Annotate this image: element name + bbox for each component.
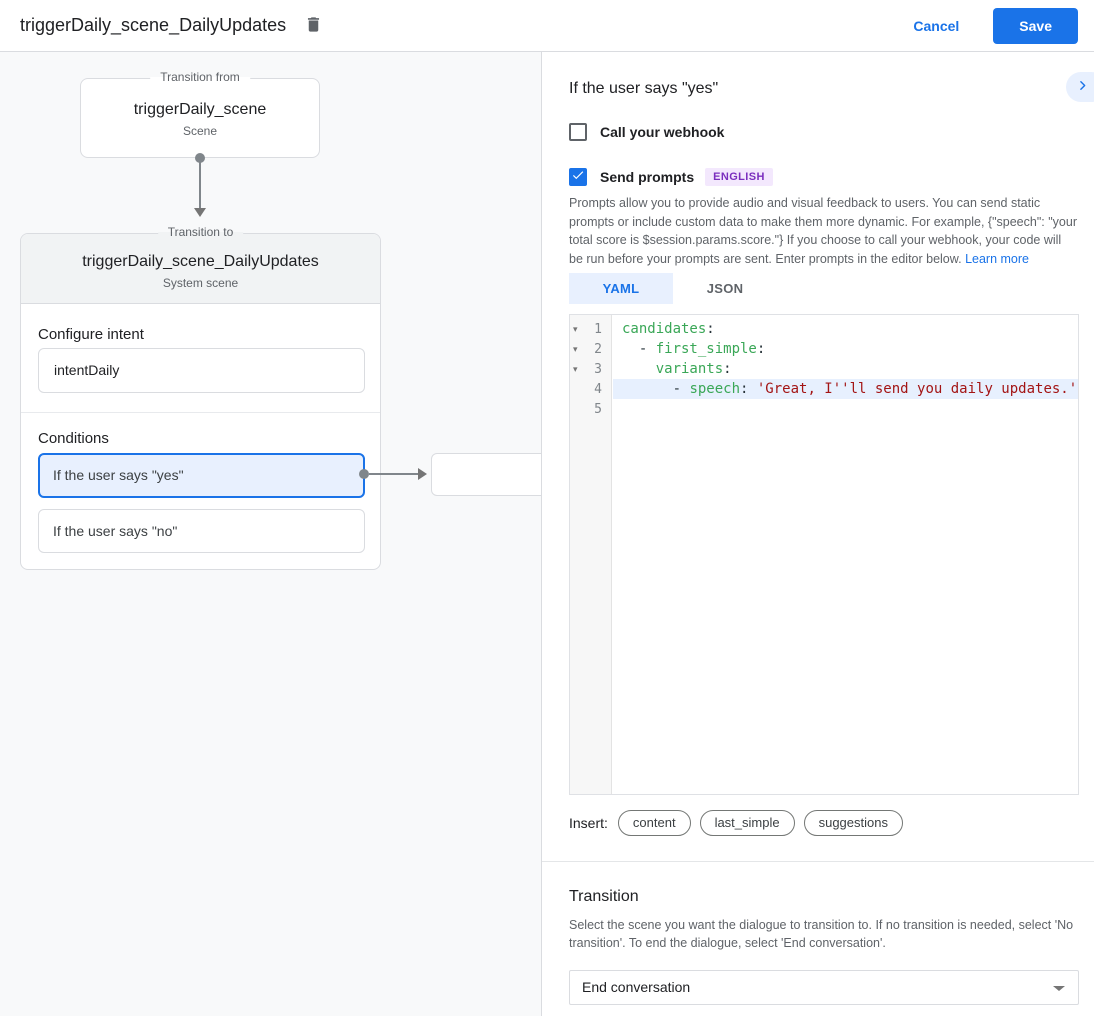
node-divider: [21, 412, 380, 413]
panel-title: If the user says "yes": [569, 80, 719, 97]
arrow-down-icon: [194, 208, 206, 217]
transition-to-legend: Transition to: [157, 225, 244, 239]
line-number: 2: [594, 341, 602, 357]
send-prompts-label: Send prompts: [600, 169, 695, 185]
webhook-checkbox[interactable]: [569, 123, 587, 141]
code-text: variants:: [655, 361, 732, 377]
chevron-right-icon: [1076, 79, 1089, 95]
to-scene-name: triggerDaily_scene_DailyUpdates: [82, 253, 319, 270]
transition-to-node[interactable]: Transition to triggerDaily_scene_DailyUp…: [20, 225, 381, 570]
gutter-cell: 4: [570, 379, 612, 399]
dropdown-caret-icon: [1053, 986, 1065, 991]
transition-from-legend: Transition from: [150, 70, 250, 84]
arrow-right-icon: [418, 468, 427, 480]
condition-item-yes[interactable]: If the user says "yes": [38, 453, 365, 498]
send-prompts-row: Send prompts ENGLISH: [569, 168, 773, 186]
transition-description: Select the scene you want the dialogue t…: [569, 918, 1074, 950]
code-line[interactable]: ▾3 variants:: [570, 359, 1078, 379]
condition-item-no[interactable]: If the user says "no": [38, 509, 365, 553]
language-badge: ENGLISH: [705, 168, 773, 186]
code-line[interactable]: 4 - speech: 'Great, I''ll send you daily…: [570, 379, 1078, 399]
collapse-panel-button[interactable]: [1066, 72, 1094, 102]
connector-line-vertical: [199, 158, 201, 209]
condition-target-node[interactable]: [431, 453, 541, 496]
from-scene-type: Scene: [182, 124, 218, 138]
line-number: 5: [594, 401, 602, 417]
connector-dot-right: [359, 469, 369, 479]
to-scene-header: triggerDaily_scene_DailyUpdates System s…: [21, 234, 380, 304]
insert-chip-suggestions[interactable]: suggestions: [803, 810, 903, 836]
prompts-description-text: Prompts allow you to provide audio and v…: [569, 196, 1077, 266]
learn-more-link[interactable]: Learn more: [965, 251, 1029, 266]
cancel-button[interactable]: Cancel: [913, 17, 960, 34]
editor-format-tabs: YAML JSON: [569, 273, 777, 304]
topbar-actions: Cancel Save: [913, 7, 1078, 44]
condition-editor-panel: If the user says "yes" Call your webhook…: [541, 52, 1094, 1016]
delete-scene-button[interactable]: [300, 11, 327, 41]
transition-dropdown-value: End conversation: [582, 979, 691, 995]
check-icon: [571, 168, 585, 187]
tab-json[interactable]: JSON: [706, 281, 744, 296]
configure-intent-label: Configure intent: [38, 326, 144, 343]
transition-dropdown[interactable]: End conversation: [569, 970, 1079, 1005]
gutter-cell: ▾1: [570, 319, 612, 339]
send-prompts-checkbox[interactable]: [569, 168, 587, 186]
transition-from-node[interactable]: Transition from triggerDaily_scene Scene: [80, 70, 320, 158]
insert-label: Insert:: [569, 815, 608, 831]
code-text: - first_simple:: [622, 341, 766, 357]
transition-title: Transition: [569, 888, 639, 905]
line-number: 4: [594, 381, 602, 397]
webhook-row: Call your webhook: [569, 123, 724, 141]
save-button[interactable]: Save: [993, 7, 1078, 44]
insert-chip-last-simple[interactable]: last_simple: [699, 810, 795, 836]
page-title: triggerDaily_scene_DailyUpdates: [20, 15, 287, 35]
trash-icon: [304, 15, 323, 37]
code-text: candidates:: [622, 321, 715, 337]
code-line[interactable]: ▾2 - first_simple:: [570, 339, 1078, 359]
code-text: - speech: 'Great, I''ll send you daily u…: [613, 379, 1078, 399]
fold-arrow-icon[interactable]: ▾: [573, 363, 578, 374]
panel-divider: [542, 861, 1094, 862]
gutter-cell: ▾3: [570, 359, 612, 379]
code-text: [613, 399, 1078, 419]
gutter-cell: ▾2: [570, 339, 612, 359]
webhook-label: Call your webhook: [600, 124, 725, 140]
editor-gutter: [570, 315, 612, 794]
scene-diagram-canvas: Transition from triggerDaily_scene Scene…: [0, 52, 541, 1016]
tab-yaml[interactable]: YAML: [569, 273, 673, 304]
insert-row: Insert: content last_simple suggestions: [569, 810, 903, 836]
line-number: 3: [594, 361, 602, 377]
conditions-label: Conditions: [38, 430, 109, 447]
intent-item[interactable]: intentDaily: [38, 348, 365, 393]
fold-arrow-icon[interactable]: ▾: [573, 323, 578, 334]
from-scene-name: triggerDaily_scene: [133, 101, 267, 118]
gutter-cell: 5: [570, 399, 612, 419]
code-line[interactable]: 5: [570, 399, 1078, 419]
insert-chip-content[interactable]: content: [617, 810, 691, 836]
line-number: 1: [594, 321, 602, 337]
prompts-description: Prompts allow you to provide audio and v…: [569, 194, 1078, 268]
to-scene-type: System scene: [162, 276, 239, 290]
fold-arrow-icon[interactable]: ▾: [573, 343, 578, 354]
connector-line-horizontal: [369, 473, 419, 475]
top-bar: triggerDaily_scene_DailyUpdates Cancel S…: [0, 0, 1094, 52]
